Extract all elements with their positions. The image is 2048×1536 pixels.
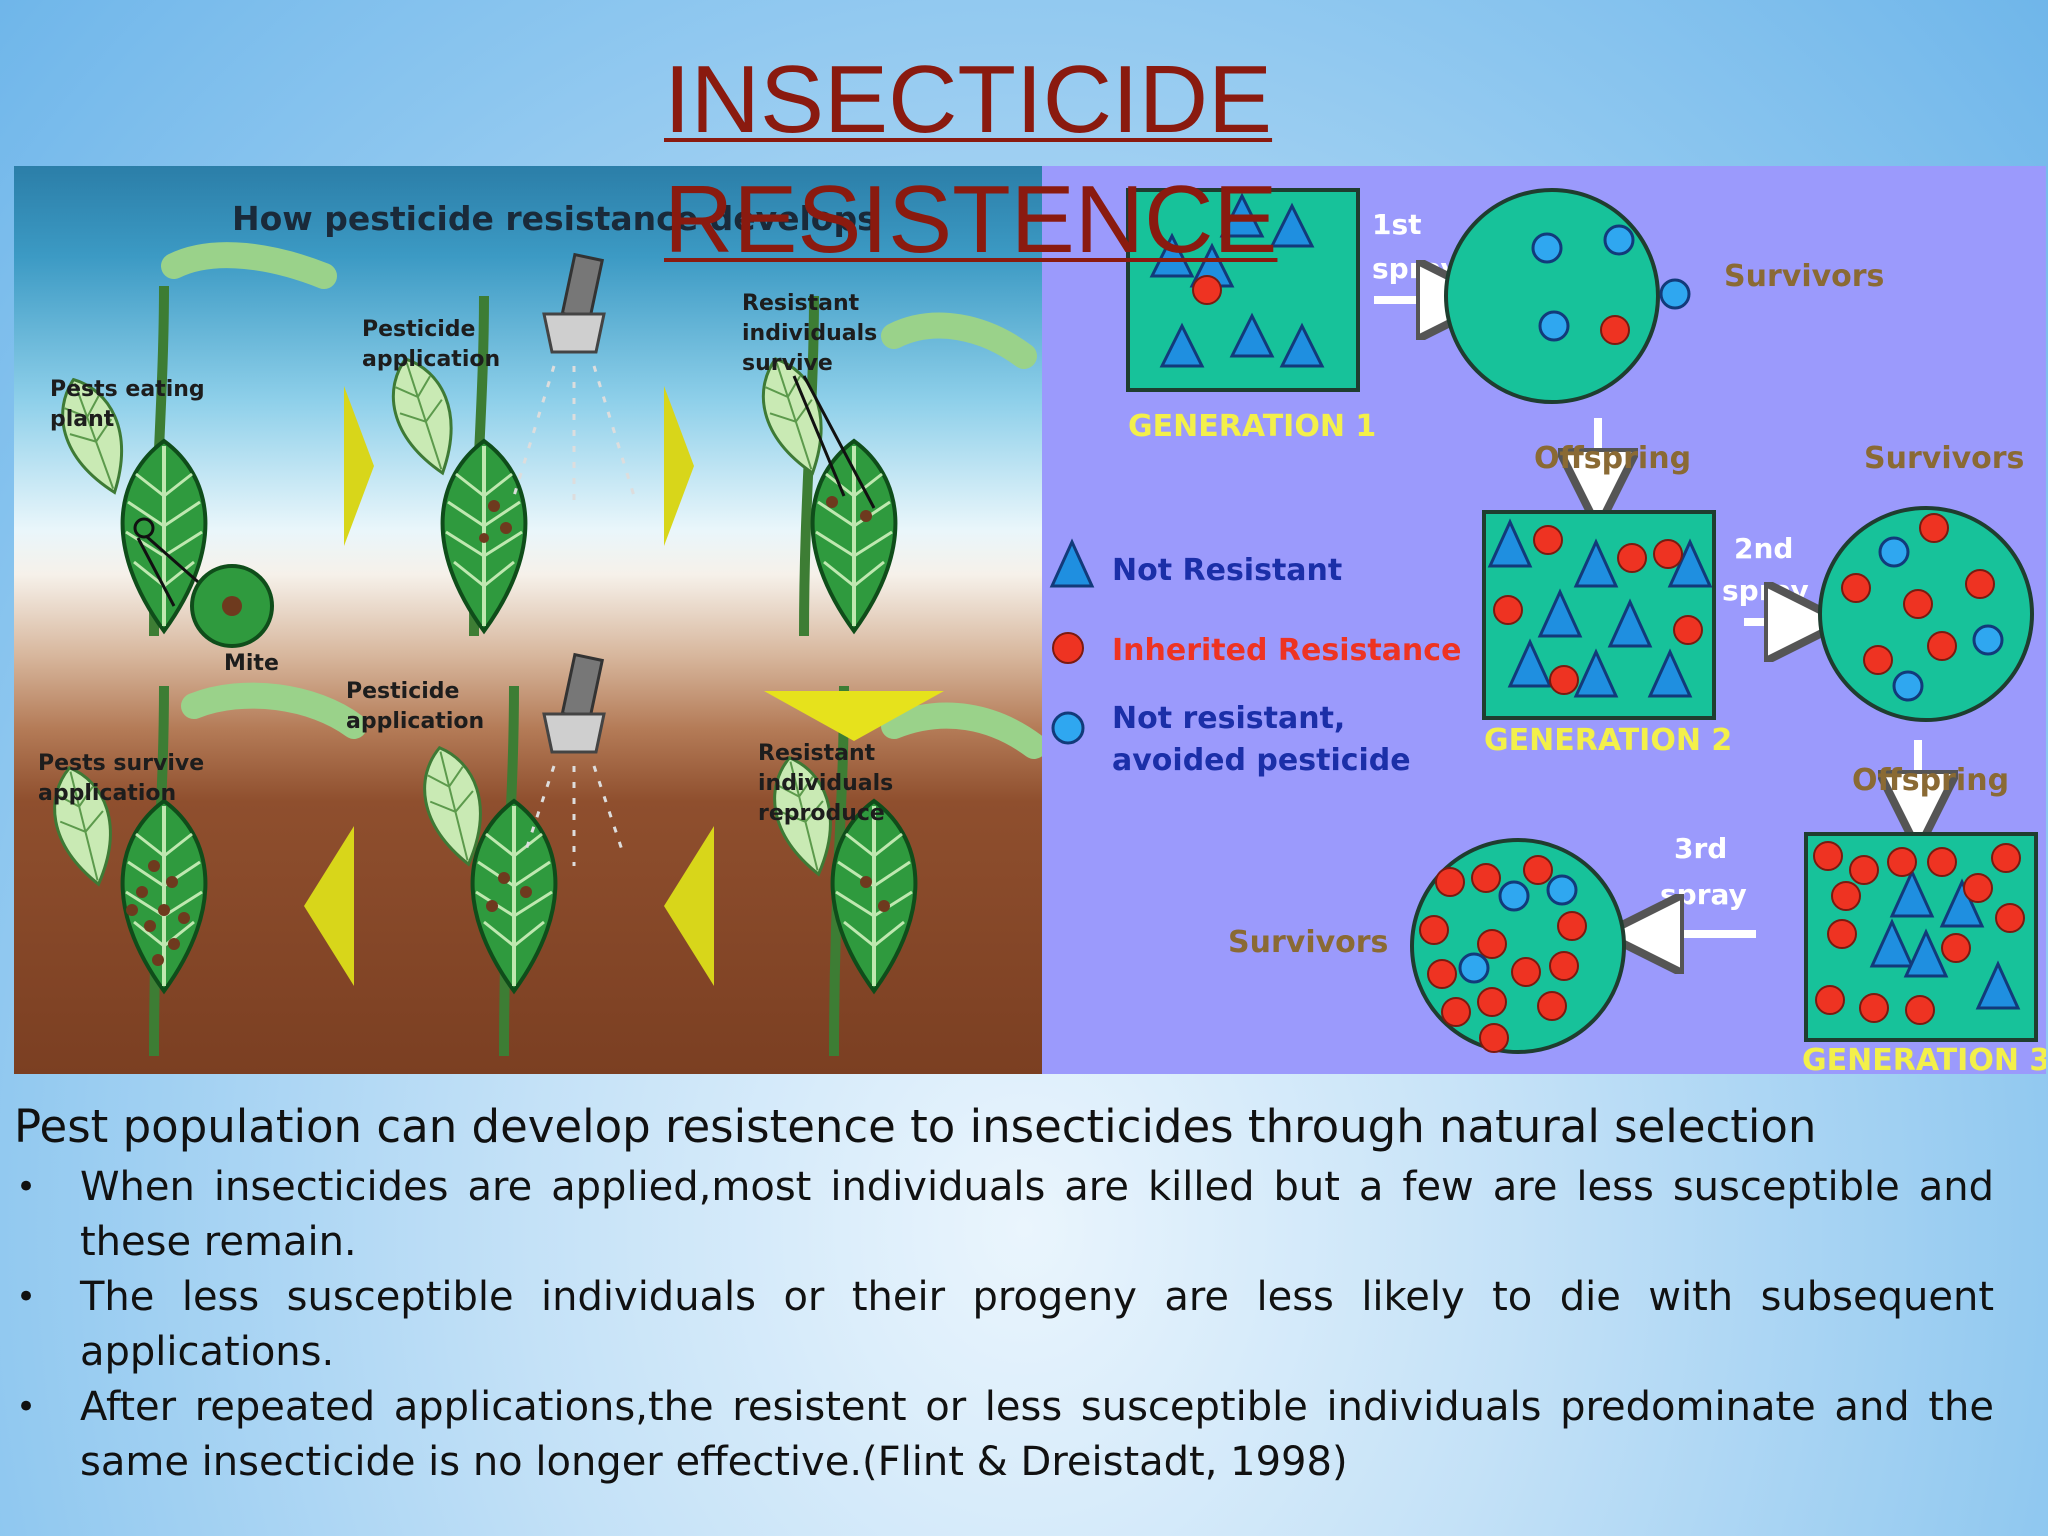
legend-avoided-1: Not resistant, (1112, 701, 1345, 736)
bullet-item: • The less susceptible individuals or the… (14, 1270, 1994, 1380)
label-pesticide-app-1a: Pesticide (362, 317, 475, 342)
survivors-label-2: Survivors (1864, 441, 2024, 476)
legend-avoided-2: avoided pesticide (1112, 743, 1411, 778)
body-text: Pest population can develop resistence t… (14, 1098, 1994, 1490)
spray-2-label-b: spray (1722, 574, 1809, 607)
generation-3-label: GENERATION 3 (1802, 1043, 2046, 1074)
figure-heading: How pesticide resistance develops (232, 199, 877, 238)
lead-sentence: Pest population can develop resistence t… (14, 1100, 1817, 1153)
label-resistant-survive-1: Resistant (742, 291, 860, 316)
label-pesticide-app-1b: application (362, 347, 500, 372)
bullet-text: When insecticides are applied,most indiv… (80, 1164, 1994, 1265)
spray-2-label-a: 2nd (1734, 532, 1793, 565)
label-pests-survive-2: application (38, 781, 176, 806)
label-resistant-survive-2: individuals (742, 321, 877, 346)
generations-figure: GENERATION 1 1st spray Survivors Offspri… (1042, 166, 2046, 1074)
legend-not-resistant: Not Resistant (1112, 553, 1342, 588)
offspring-label-2: Offspring (1852, 763, 2009, 798)
legend-inherited: Inherited Resistance (1112, 633, 1461, 668)
bullet-text: After repeated applications,the resisten… (80, 1384, 1994, 1485)
bullet-item: • When insecticides are applied,most indi… (14, 1160, 1994, 1270)
plant-diagram: How pesticide resistance develops (38, 199, 1042, 1057)
spray-3-label-b: spray (1660, 878, 1747, 911)
spray-1-label-a: 1st (1372, 208, 1422, 241)
label-pesticide-app-2b: application (346, 709, 484, 734)
label-resistant-reproduce-3: reproduce (758, 801, 885, 826)
bullet-dot: • (16, 1387, 37, 1427)
label-resistant-reproduce-2: individuals (758, 771, 893, 796)
bullet-dot: • (16, 1277, 37, 1317)
generations-diagram: GENERATION 1 1st spray Survivors Offspri… (1049, 188, 2046, 1074)
label-pests-survive-1: Pests survive (38, 751, 204, 776)
pesticide-resistance-figure: How pesticide resistance develops (14, 166, 1042, 1074)
survivors-label-1: Survivors (1724, 259, 1884, 294)
label-pests-eating-2: plant (50, 407, 115, 432)
spray-3-label-a: 3rd (1674, 832, 1727, 865)
bullet-list: • When insecticides are applied,most indi… (14, 1160, 1994, 1490)
label-resistant-survive-3: survive (742, 351, 833, 376)
bullet-item: • After repeated applications,the resiste… (14, 1380, 1994, 1490)
slide-title: INSECTICIDE RESISTENCE (664, 46, 1278, 273)
label-resistant-reproduce-1: Resistant (758, 741, 876, 766)
generation-1-label: GENERATION 1 (1128, 409, 1376, 444)
label-mite: Mite (224, 651, 279, 676)
survivors-label-3: Survivors (1228, 925, 1388, 960)
label-pests-eating-1: Pests eating (50, 377, 205, 402)
label-pesticide-app-2a: Pesticide (346, 679, 459, 704)
offspring-label-1: Offspring (1534, 441, 1691, 476)
bullet-dot: • (16, 1167, 37, 1207)
generation-2-label: GENERATION 2 (1484, 723, 1732, 758)
bullet-text: The less susceptible individuals or thei… (80, 1274, 1994, 1375)
